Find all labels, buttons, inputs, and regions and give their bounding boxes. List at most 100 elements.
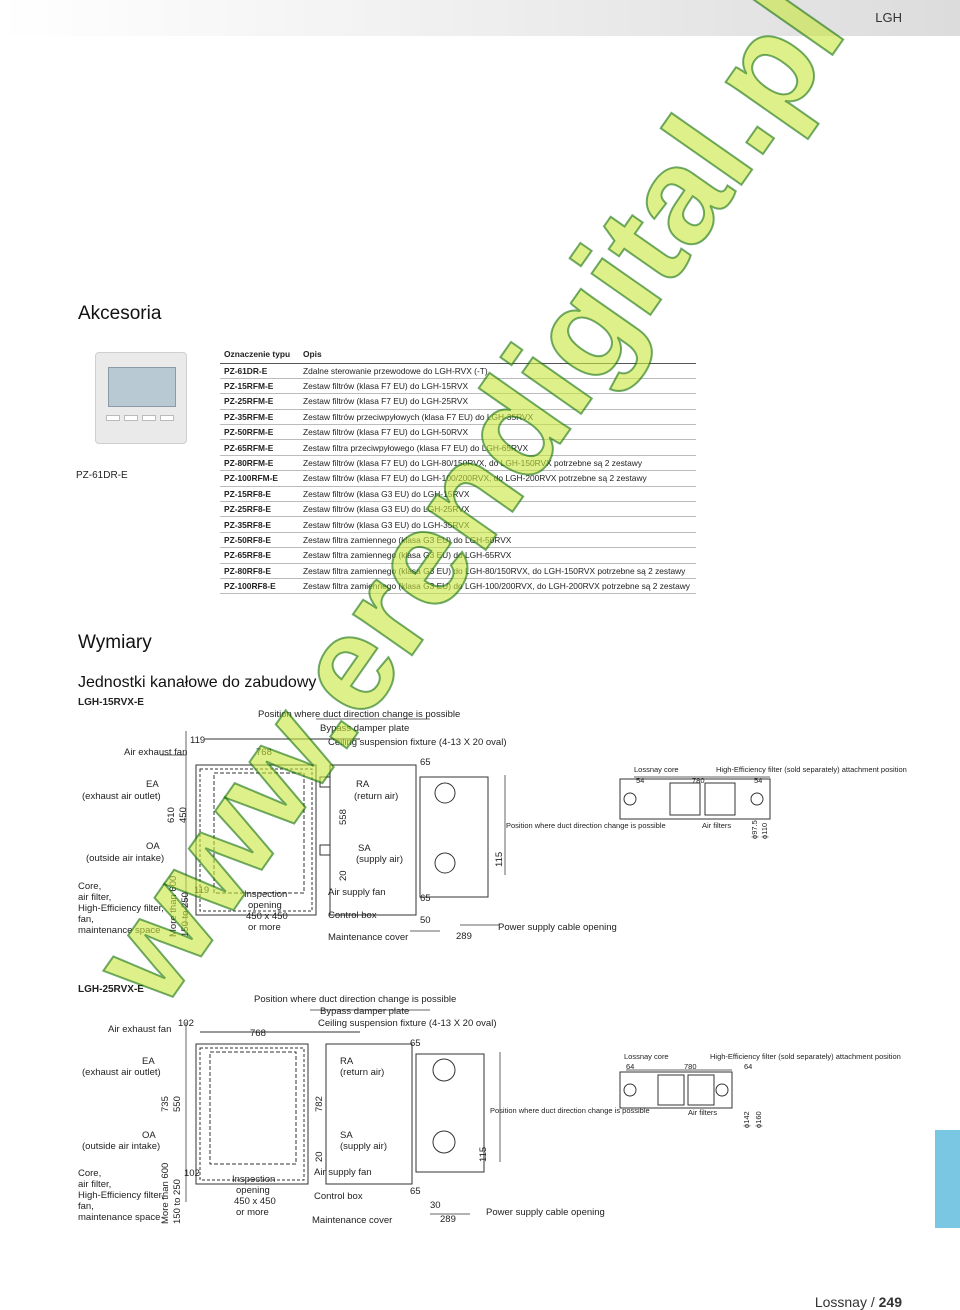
- dim-115: 115: [478, 1146, 489, 1162]
- dim-d160: ϕ160: [754, 1111, 763, 1128]
- inspection-label: Inspection: [244, 889, 288, 900]
- inspection-label-2: opening: [248, 900, 282, 911]
- core-label-5: maintenance space: [78, 1212, 161, 1223]
- core-label-5: maintenance space: [78, 925, 161, 936]
- column-header-type: Oznaczenie typu: [220, 346, 299, 364]
- inspection-label-3: 450 x 450: [246, 911, 288, 922]
- pos-change-label: Position where duct direction change is …: [258, 709, 461, 720]
- core-label-4: fan,: [78, 914, 94, 925]
- dim-d110: ϕ110: [760, 822, 769, 839]
- inspection-label: Inspection: [232, 1174, 276, 1185]
- bypass-label: Bypass damper plate: [320, 723, 410, 734]
- core-label: Core,: [78, 881, 102, 892]
- type-code-cell: PZ-15RFM-E: [220, 378, 299, 395]
- oa-desc: (outside air intake): [86, 853, 165, 864]
- core-label: Core,: [78, 1168, 102, 1179]
- air-filters-label: Air filters: [702, 821, 732, 830]
- ra-label: RA: [356, 779, 370, 790]
- more-than-label: More than 600: [160, 1162, 171, 1224]
- dim-289: 289: [440, 1214, 456, 1225]
- type-code-cell: PZ-50RF8-E: [220, 532, 299, 549]
- description-cell: Zestaw filtrów (klasa F7 EU) do LGH-25RV…: [299, 393, 696, 410]
- dim-65b: 65: [420, 893, 431, 904]
- control-box-label: Control box: [328, 910, 377, 921]
- footer-section: Lossnay /: [814, 1294, 875, 1310]
- model-label: LGH-25RVX-E: [78, 984, 144, 995]
- type-code-cell: PZ-100RFM-E: [220, 470, 299, 487]
- core-label-3: High-Efficiency filter,: [78, 903, 164, 914]
- inspection-label-3: 450 x 450: [234, 1196, 276, 1207]
- description-cell: Zestaw filtrów (klasa F7 EU) do LGH-100/…: [299, 470, 696, 487]
- dim-20: 20: [314, 1151, 325, 1162]
- description-cell: Zdalne sterowanie przewodowe do LGH-RVX …: [299, 363, 696, 379]
- type-code-cell: PZ-50RFM-E: [220, 424, 299, 441]
- sa-label: SA: [358, 843, 371, 854]
- control-box-label: Control box: [314, 1191, 363, 1202]
- description-cell: Zestaw filtra zamiennego (klasa G3 EU) d…: [299, 532, 696, 549]
- page-number: 249: [878, 1294, 902, 1310]
- diagram-lgh-15rvx: LGH-15RVX-E Position where duct directio…: [0, 695, 960, 955]
- remote-controller-image: [95, 352, 187, 444]
- model-label: LGH-15RVX-E: [78, 697, 144, 708]
- dim-550: 550: [172, 1096, 183, 1112]
- type-code-cell: PZ-80RF8-E: [220, 563, 299, 579]
- side-tab: [935, 1130, 960, 1228]
- air-supply-fan-label: Air supply fan: [328, 887, 386, 898]
- description-cell: Zestaw filtrów (klasa G3 EU) do LGH-15RV…: [299, 486, 696, 503]
- core-label-4: fan,: [78, 1201, 94, 1212]
- dim-65b: 65: [410, 1186, 421, 1197]
- range-label: 150 to 250: [172, 1179, 183, 1224]
- description-cell: Zestaw filtrów (klasa F7 EU) do LGH-50RV…: [299, 424, 696, 441]
- dimensions-title: Wymiary: [78, 632, 152, 653]
- description-cell: Zestaw filtrów (klasa F7 EU) do LGH-15RV…: [299, 378, 696, 395]
- dim-65a: 65: [410, 1038, 421, 1049]
- sa-desc: (supply air): [340, 1141, 387, 1152]
- description-cell: Zestaw filtra zamiennego (klasa G3 EU) d…: [299, 563, 696, 579]
- type-code-cell: PZ-35RF8-E: [220, 516, 299, 533]
- dim-54b: 54: [754, 776, 763, 785]
- dim-d142: ϕ142: [742, 1111, 751, 1128]
- maintenance-cover-label: Maintenance cover: [328, 932, 409, 943]
- inspection-label-2: opening: [236, 1185, 270, 1196]
- dim-780: 780: [684, 1062, 697, 1071]
- description-cell: Zestaw filtrów przeciwpyłowych (klasa F7…: [299, 409, 696, 426]
- footer: Lossnay / 249: [815, 1294, 902, 1310]
- type-code-cell: PZ-61DR-E: [220, 363, 299, 379]
- dim-119a: 119: [190, 735, 206, 746]
- diagram-drawing: [185, 1009, 733, 1215]
- ea-desc: (exhaust air outlet): [82, 791, 161, 802]
- unit-left-panel: [195, 1043, 309, 1185]
- lossnay-core-label: Lossnay core: [624, 1052, 669, 1061]
- description-cell: Zestaw filtrów (klasa F7 EU) do LGH-80/1…: [299, 455, 696, 472]
- ea-desc: (exhaust air outlet): [82, 1067, 161, 1078]
- dim-102b: 102: [184, 1168, 200, 1179]
- dim-102a: 102: [178, 1018, 194, 1029]
- dim-768: 768: [256, 747, 272, 758]
- ea-label: EA: [142, 1056, 155, 1067]
- ra-label: RA: [340, 1056, 354, 1067]
- type-code-cell: PZ-80RFM-E: [220, 455, 299, 472]
- description-cell: Zestaw filtra przeciwpyłowego (klasa F7 …: [299, 439, 696, 456]
- dimensions-subtitle: Jednostki kanałowe do zabudowy: [78, 674, 317, 691]
- dim-780: 780: [692, 776, 705, 785]
- dim-65a: 65: [420, 757, 431, 768]
- dim-20: 20: [338, 870, 349, 881]
- ceiling-label: Ceiling suspension fixture (4-13 X 20 ov…: [328, 737, 507, 748]
- oa-desc: (outside air intake): [82, 1141, 161, 1152]
- side-view: [415, 1053, 485, 1173]
- air-exhaust-fan-label: Air exhaust fan: [124, 747, 188, 758]
- dim-289: 289: [456, 931, 472, 942]
- ra-desc: (return air): [354, 791, 399, 802]
- power-supply-label: Power supply cable opening: [486, 1207, 605, 1218]
- oa-label: OA: [142, 1130, 156, 1141]
- bypass-label: Bypass damper plate: [320, 1006, 410, 1017]
- dim-115: 115: [494, 851, 505, 867]
- column-header-description: Opis: [299, 346, 696, 364]
